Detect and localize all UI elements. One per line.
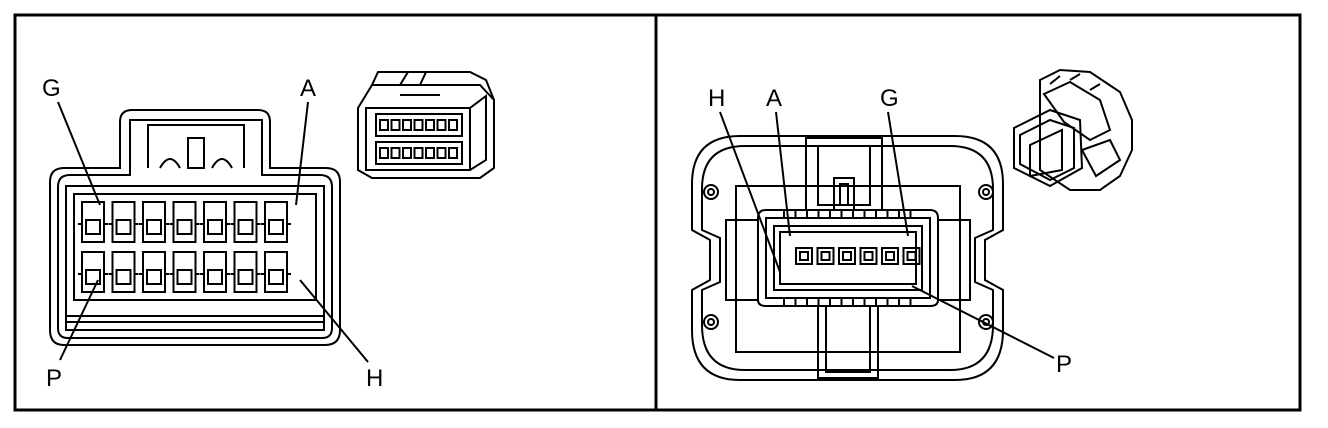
leader-line-g — [57, 101, 101, 206]
cavity — [838, 247, 856, 265]
left-connector-face — [49, 109, 341, 346]
cavity — [108, 251, 139, 293]
cavity — [902, 247, 921, 265]
leader-line-a-right — [775, 111, 791, 237]
iso-tooth — [379, 119, 389, 131]
iso-tooth — [436, 119, 447, 131]
iso-tooth — [448, 147, 458, 159]
iso-tooth — [436, 147, 447, 159]
iso-tooth — [425, 119, 435, 131]
leader-line-p-right — [911, 285, 1055, 359]
pin-label-p: P — [46, 365, 62, 392]
leader-line-h-right — [719, 111, 781, 273]
pin-label-a-right: A — [766, 85, 782, 112]
cavity — [261, 251, 291, 293]
iso-tooth — [413, 119, 424, 131]
cavity — [859, 247, 878, 265]
cavity — [230, 201, 261, 243]
right-connector-face — [691, 135, 1004, 381]
iso-tooth — [390, 147, 401, 159]
cavity — [169, 201, 200, 243]
cavity — [139, 201, 169, 243]
pin-label-h: H — [366, 365, 383, 392]
cavity — [261, 201, 291, 243]
cavity — [816, 247, 835, 265]
iso-tooth — [402, 119, 412, 131]
cavity — [139, 251, 169, 293]
iso-tooth — [413, 147, 424, 159]
right-connector-isometric — [1013, 68, 1133, 191]
leader-line-a — [295, 101, 309, 206]
left-connector-isometric — [357, 71, 495, 179]
iso-tooth — [402, 147, 412, 159]
iso-tooth — [379, 147, 389, 159]
iso-tooth — [448, 119, 458, 131]
leader-line-h — [299, 279, 369, 363]
leader-line-g-right — [887, 111, 909, 237]
iso-tooth — [425, 147, 435, 159]
iso-tooth — [390, 119, 401, 131]
cavity — [881, 247, 899, 265]
leader-line-p — [59, 279, 99, 361]
pin-label-p-right: P — [1056, 351, 1072, 378]
pin-label-h-right: H — [708, 85, 725, 112]
cavity — [200, 251, 230, 293]
cavity — [78, 201, 108, 243]
cavity — [795, 247, 813, 265]
cavity — [78, 251, 108, 293]
pin-label-g-right: G — [880, 85, 899, 112]
cavity — [169, 251, 200, 293]
left-cavity-grid — [78, 201, 291, 293]
pin-label-g: G — [42, 75, 61, 102]
cavity — [200, 201, 230, 243]
pin-label-a: A — [300, 75, 316, 102]
cavity — [108, 201, 139, 243]
cavity — [230, 251, 261, 293]
